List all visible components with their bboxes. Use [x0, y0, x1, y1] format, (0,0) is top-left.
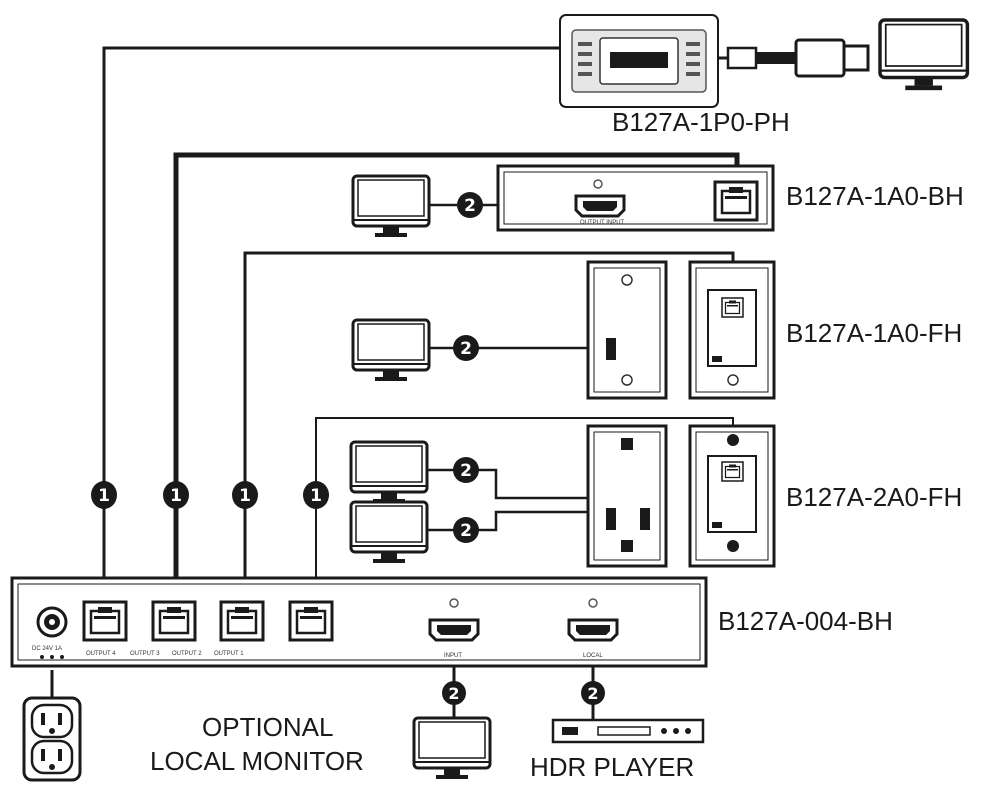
wall-receiver-2: B127A-2A0-FH [586, 424, 962, 568]
label-splitter: B127A-004-BH [718, 606, 893, 636]
marker-hdmi-cable: 2 [453, 335, 479, 361]
rj45-port-icon [151, 600, 197, 642]
monitor-icon [349, 500, 429, 565]
rj45-port-icon [288, 600, 334, 642]
label-output-4: OUTPUT 4 [86, 651, 116, 657]
svg-text:2: 2 [464, 196, 476, 216]
label-wall-receiver-2: B127A-2A0-FH [786, 482, 962, 512]
marker-cat-cable: 1 [163, 481, 189, 509]
marker-hdmi-cable: 2 [453, 517, 479, 543]
rj45-port-icon [713, 180, 759, 222]
svg-text:2: 2 [460, 521, 472, 541]
svg-text:2: 2 [587, 684, 598, 703]
splitter: DC 24V 1A OUTPUT 4 OUTPUT 3 OUTPUT 2 OUT… [10, 576, 893, 668]
svg-text:2: 2 [460, 461, 472, 481]
monitor-icon [412, 716, 492, 781]
marker-cat-cable: 1 [232, 481, 258, 509]
label-output-1: OUTPUT 1 [214, 651, 244, 657]
label-output-2: OUTPUT 2 [172, 651, 202, 657]
marker-hdmi-cable: 2 [581, 681, 605, 705]
marker-hdmi-cable: 2 [457, 192, 483, 218]
rj45-port-icon [219, 600, 265, 642]
svg-text:1: 1 [98, 486, 110, 506]
svg-text:1: 1 [239, 486, 251, 506]
rj45-port-icon [721, 461, 744, 482]
monitor-icon [351, 318, 431, 383]
label-optional: OPTIONAL [202, 712, 333, 742]
marker-hdmi-cable: 2 [442, 681, 466, 705]
svg-text:1: 1 [170, 486, 182, 506]
label-hdr-player: HDR PLAYER [530, 752, 694, 782]
pocket-transmitter-grip-icon [578, 42, 700, 76]
cable-markers: 1 1 1 1 2 2 2 2 [91, 192, 605, 705]
marker-cat-cable: 1 [303, 481, 329, 509]
rj45-port-icon [721, 297, 744, 318]
power-outlet-icon [22, 696, 82, 782]
hdmi-port-icon [428, 618, 480, 642]
label-power-port: DC 24V 1A [32, 646, 62, 652]
wall-receiver-1: B127A-1A0-FH [586, 260, 962, 400]
hdmi-port-icon [574, 194, 626, 218]
label-local-monitor: LOCAL MONITOR [150, 746, 364, 776]
label-pocket-transmitter: B127A-1P0-PH [612, 107, 790, 137]
label-box-receiver-port: OUTPUT INPUT [580, 220, 625, 226]
pocket-transmitter: B127A-1P0-PH [559, 14, 870, 137]
power-jack-icon [36, 606, 68, 638]
monitor-icon [878, 18, 970, 92]
box-receiver: OUTPUT INPUT B127A-1A0-BH [496, 164, 964, 232]
monitor-icon [349, 440, 429, 505]
label-input-port: INPUT [444, 653, 462, 659]
svg-text:2: 2 [448, 684, 459, 703]
label-output-3: OUTPUT 3 [130, 651, 160, 657]
hdr-player-icon [551, 718, 705, 744]
svg-text:1: 1 [310, 486, 322, 506]
hdmi-port-icon [567, 618, 619, 642]
rj45-port-icon [82, 600, 128, 642]
svg-text:2: 2 [460, 339, 472, 359]
label-local-port: LOCAL [583, 653, 603, 659]
label-box-receiver: B127A-1A0-BH [786, 181, 964, 211]
cat-cable-output-4 [102, 46, 560, 600]
label-wall-receiver-1: B127A-1A0-FH [786, 318, 962, 348]
marker-hdmi-cable: 2 [453, 457, 479, 483]
monitor-icon [351, 174, 431, 239]
hdmi-plug-icon [726, 38, 870, 78]
marker-cat-cable: 1 [91, 481, 117, 509]
